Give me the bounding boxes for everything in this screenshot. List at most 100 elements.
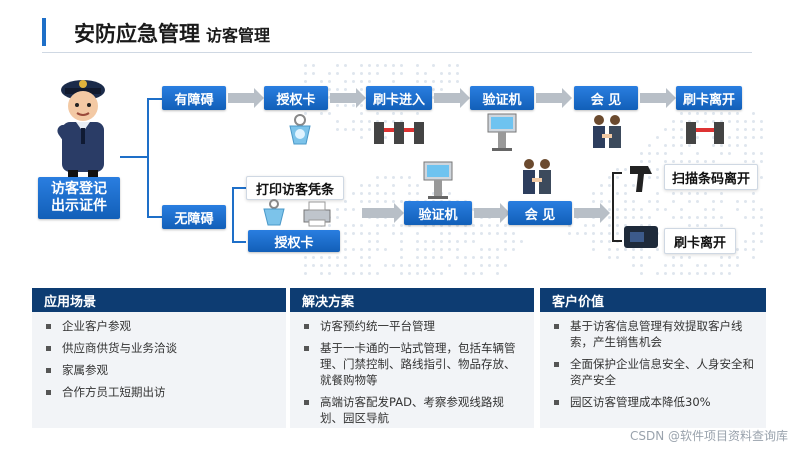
map-dot	[472, 256, 475, 259]
list-item: 园区访客管理成本降低30%	[554, 394, 758, 410]
map-dot	[720, 200, 723, 203]
exit-bracket-bottom	[612, 240, 622, 242]
map-dot	[760, 120, 763, 123]
flow-arrow	[474, 203, 510, 223]
list-item: 高端访客配发PAD、考察参观线路规划、园区导航	[304, 394, 526, 426]
map-dot	[608, 176, 611, 179]
map-dot	[704, 160, 707, 163]
map-dot	[344, 264, 347, 267]
map-dot	[416, 256, 419, 259]
map-dot	[648, 152, 651, 155]
map-dot	[584, 224, 587, 227]
map-dot	[616, 248, 619, 251]
map-dot	[432, 224, 435, 227]
map-dot	[360, 64, 363, 67]
map-dot	[304, 256, 307, 259]
map-dot	[416, 64, 419, 67]
map-dot	[744, 136, 747, 139]
map-dot	[496, 224, 499, 227]
map-dot	[696, 136, 699, 139]
map-dot	[320, 256, 323, 259]
map-dot	[616, 192, 619, 195]
map-dot	[464, 224, 467, 227]
map-dot	[720, 144, 723, 147]
map-dot	[392, 112, 395, 115]
registration-line-2: 出示证件	[51, 198, 107, 214]
header-divider	[42, 52, 752, 53]
map-dot	[736, 248, 739, 251]
list-item: 基于访客信息管理有效提取客户线索，产生销售机会	[554, 318, 758, 350]
map-dot	[392, 80, 395, 83]
kiosk-terminal-icon	[484, 112, 520, 156]
map-dot	[704, 272, 707, 275]
map-dot	[688, 256, 691, 259]
map-dot	[384, 176, 387, 179]
map-dot	[368, 64, 371, 67]
map-dot	[648, 200, 651, 203]
map-dot	[360, 256, 363, 259]
map-dot	[744, 120, 747, 123]
map-dot	[392, 224, 395, 227]
map-dot	[696, 264, 699, 267]
map-dot	[640, 256, 643, 259]
map-dot	[440, 88, 443, 91]
map-dot	[600, 184, 603, 187]
map-dot	[728, 272, 731, 275]
map-dot	[424, 224, 427, 227]
map-dot	[664, 264, 667, 267]
map-dot	[736, 128, 739, 131]
map-dot	[400, 72, 403, 75]
scan-barcode-exit-box: 扫描条码离开	[664, 164, 758, 190]
map-dot	[336, 208, 339, 211]
map-dot	[408, 184, 411, 187]
map-dot	[352, 128, 355, 131]
bracket-top	[232, 187, 246, 189]
map-dot	[656, 168, 659, 171]
map-dot	[488, 264, 491, 267]
map-dot	[752, 112, 755, 115]
map-dot	[392, 264, 395, 267]
map-dot	[640, 160, 643, 163]
map-dot	[752, 200, 755, 203]
map-dot	[648, 256, 651, 259]
map-dot	[352, 80, 355, 83]
map-dot	[376, 64, 379, 67]
panel-header: 应用场景	[32, 288, 286, 312]
map-dot	[416, 240, 419, 243]
map-dot	[440, 80, 443, 83]
branch-connector-top	[147, 98, 163, 100]
map-dot	[736, 112, 739, 115]
map-dot	[736, 136, 739, 139]
map-dot	[408, 192, 411, 195]
map-dot	[384, 224, 387, 227]
map-dot	[352, 120, 355, 123]
map-dot	[480, 256, 483, 259]
map-dot	[624, 208, 627, 211]
map-dot	[328, 88, 331, 91]
map-dot	[456, 248, 459, 251]
map-dot	[712, 216, 715, 219]
auth-card-box-2: 授权卡	[248, 230, 340, 252]
map-dot	[704, 224, 707, 227]
map-dot	[440, 232, 443, 235]
registration-line-1: 访客登记	[51, 181, 107, 197]
flow-arrow	[574, 203, 610, 223]
map-dot	[424, 272, 427, 275]
map-dot	[400, 256, 403, 259]
map-dot	[704, 264, 707, 267]
value-list: 基于访客信息管理有效提取客户线索，产生销售机会 全面保护企业信息安全、人身安全和…	[540, 318, 766, 410]
map-dot	[432, 272, 435, 275]
map-dot	[648, 216, 651, 219]
map-dot	[712, 136, 715, 139]
map-dot	[416, 192, 419, 195]
map-dot	[624, 168, 627, 171]
map-dot	[736, 200, 739, 203]
map-dot	[752, 216, 755, 219]
map-dot	[344, 272, 347, 275]
map-dot	[760, 208, 763, 211]
map-dot	[488, 224, 491, 227]
map-dot	[624, 192, 627, 195]
map-dot	[640, 264, 643, 267]
map-dot	[664, 128, 667, 131]
map-dot	[680, 192, 683, 195]
